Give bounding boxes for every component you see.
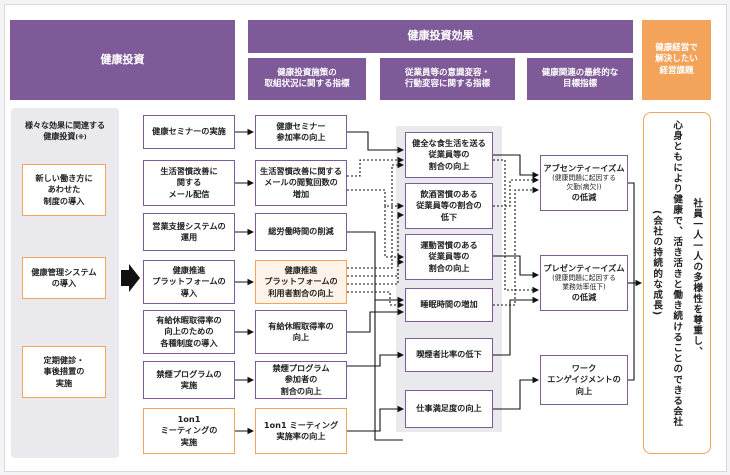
left-lane-title-text: 様々な効果に関連する 健康投資 [25, 121, 105, 142]
final-absenteeism-tail: の低減 [571, 192, 597, 203]
aware-job-satisfaction: 仕事満足度の向上 [405, 390, 493, 428]
final-goal-box [643, 112, 711, 454]
edge-aw-fin-dot-3 [493, 159, 540, 294]
final-presenteeism-main: プレゼンティーイズム [543, 262, 625, 273]
aware-alcohol: 飲酒習慣のある 従業員等の割合の 低下 [405, 183, 493, 229]
header-awareness-indicators: 従業員等の意識変容・ 行動変容に関する指標 [380, 58, 515, 100]
edge-dot-mail-c [384, 206, 405, 261]
edge-fin-goal-1 [628, 182, 635, 283]
left-item-checkup: 定期健診・ 事後措置の 実施 [22, 346, 106, 398]
main-arrow-head [121, 264, 140, 292]
invest-leave: 有給休暇取得率の 向上のための 各種制度の導入 [143, 310, 235, 354]
aware-diet: 健全な食生活を送る 従業員等の 割合の向上 [405, 132, 493, 178]
policy-smoking: 禁煙プログラム 参加者の 割合の向上 [255, 361, 347, 399]
policy-leave: 有給休暇取得率の 向上 [255, 310, 347, 354]
left-item-health-system: 健康管理システム の導入 [22, 257, 106, 299]
invest-sales-system: 営業支援システムの 運用 [143, 213, 235, 251]
edge-dot-plat-c [347, 258, 405, 285]
header-final-indicators: 健康関連の最終的な 目標指標 [527, 58, 633, 100]
invest-mail: 生活習慣改善に 関する メール配信 [143, 160, 235, 206]
edge-fin-goal-3 [628, 283, 635, 381]
edge-pol-aware-c [347, 308, 405, 333]
invest-seminar: 健康セミナーの実施 [143, 115, 235, 149]
header-management-issue: 健康経営で 解決したい 経営課題 [642, 20, 711, 100]
final-absenteeism: アブセンティーイズム (健康問題に起因する 欠勤(病欠)) の低減 [540, 155, 628, 211]
final-goal-line-3: (会社の持続的な成長) [651, 210, 663, 317]
edge-aw-fin-1 [493, 154, 540, 179]
edge-pol-aware-a [347, 131, 405, 154]
edge-aw-fin-2 [493, 255, 540, 279]
policy-1on1: 1on1 ミーティング 実施率の向上 [255, 408, 347, 454]
invest-smoking: 禁煙プログラムの 実施 [143, 361, 235, 399]
policy-seminar: 健康セミナー 参加率の向上 [255, 115, 347, 149]
final-goal-line-1: 社員一人一人の多様性を尊重し、 [691, 198, 703, 357]
left-item-new-work-style: 新しい働き方に あわせた 制度の導入 [22, 164, 106, 216]
edge-pol-aware-d [347, 351, 405, 367]
edge-dot-plat-d [347, 291, 405, 309]
aware-sleep: 睡眠時間の増加 [405, 288, 493, 322]
invest-platform: 健康推進 プラットフォームの 導入 [143, 260, 235, 304]
edge-pol-aware-e [347, 405, 405, 432]
edge-dot-plat-b [347, 211, 405, 277]
left-lane-title: 様々な効果に関連する 健康投資(※) [14, 120, 116, 143]
edge-pol-aware-b [347, 231, 405, 304]
final-absenteeism-sub: (健康問題に起因する 欠勤(病欠)) [552, 173, 616, 191]
final-presenteeism-sub: (健康問題に起因する 業務効率低下) [552, 273, 616, 291]
header-investment: 健康投資 [10, 20, 235, 100]
policy-mail: 生活習慣改善に関する メールの閲覧回数の 増加 [255, 160, 347, 206]
header-effect: 健康投資効果 [248, 20, 633, 53]
invest-1on1: 1on1 ミーティングの 実施 [143, 408, 235, 454]
policy-platform: 健康推進 プラットフォームの 利用者割合の向上 [255, 260, 347, 304]
aware-exercise: 運動習慣のある 従業員等の 割合の向上 [405, 234, 493, 280]
policy-work-hours: 総労働時間の削減 [255, 213, 347, 251]
final-goal-line-2: 心身ともにより健康で、活き活きと働き続けることのできる会社 [671, 120, 683, 428]
edge-aw-fin-dot-2 [493, 186, 540, 306]
header-policy-indicators: 健康投資施策の 取組状況に関する指標 [248, 58, 366, 100]
edge-dot-mail-b [347, 189, 405, 210]
note-mark: (※) [75, 134, 87, 142]
final-engagement: ワーク エンゲイジメントの 向上 [540, 355, 628, 405]
final-presenteeism-tail: の低減 [571, 292, 597, 303]
edge-aw-fin-3 [493, 376, 540, 410]
aware-smoking-rate: 喫煙者比率の低下 [405, 338, 493, 372]
edge-dot-mail-a [347, 156, 405, 177]
edge-pol-aware-f [374, 300, 403, 441]
final-absenteeism-main: アブセンティーイズム [543, 162, 625, 173]
edge-dot-plat-a [347, 161, 405, 269]
final-presenteeism: プレゼンティーイズム (健康問題に起因する 業務効率低下) の低減 [540, 255, 628, 311]
edge-aw-fin-4 [493, 296, 540, 356]
edge-aw-fin-dot-1 [493, 176, 540, 207]
